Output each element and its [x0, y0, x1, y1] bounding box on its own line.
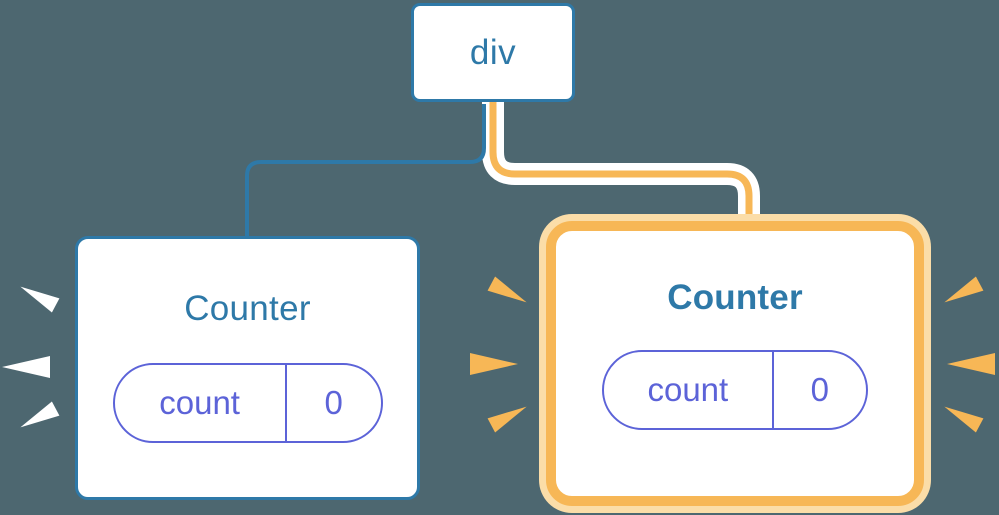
- connector-halo-div-to-right-counter: [482, 102, 760, 228]
- state-key-right: count: [604, 352, 774, 428]
- connector-div-to-right-counter: [489, 102, 753, 230]
- node-counter-right-label: Counter: [667, 278, 803, 317]
- state-value-left: 0: [324, 384, 343, 421]
- node-counter-left[interactable]: Counter count 0: [75, 236, 420, 500]
- burst-ray-middle-icon: [2, 356, 50, 378]
- state-value-right: 0: [810, 371, 830, 408]
- node-div-label: div: [469, 32, 517, 72]
- connector-div-to-left-counter: [245, 104, 486, 238]
- state-pill-right[interactable]: count 0: [602, 350, 868, 430]
- burst-ray-middle-icon: [947, 353, 995, 375]
- state-key-left: count: [115, 365, 287, 441]
- burst-ray-middle-icon: [470, 353, 518, 375]
- state-pill-left[interactable]: count 0: [112, 363, 383, 443]
- node-counter-right[interactable]: Counter count 0: [546, 221, 924, 506]
- node-div[interactable]: div: [411, 3, 575, 102]
- node-counter-left-label: Counter: [184, 289, 311, 328]
